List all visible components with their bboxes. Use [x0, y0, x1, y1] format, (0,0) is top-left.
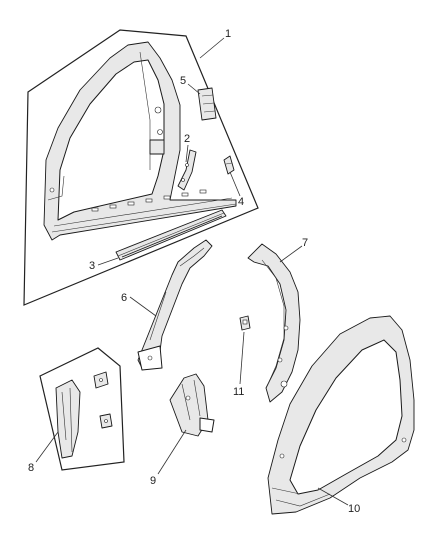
part-5-bracket [197, 87, 217, 121]
lower-left-panel-outline [39, 347, 125, 471]
leader-7 [279, 245, 303, 263]
part-8-pillar-kit [55, 371, 113, 459]
callout-9: 9 [150, 475, 156, 487]
leader-lines [35, 37, 349, 506]
callout-3: 3 [89, 260, 95, 272]
part-11-plate [239, 315, 251, 331]
part-1-body-side-aperture [43, 41, 237, 241]
leader-10 [317, 487, 349, 506]
leader-1 [199, 37, 225, 59]
part-2-bracket [177, 149, 197, 191]
callout-11: 11 [233, 386, 244, 398]
callouts: 1 2 3 4 5 6 7 8 9 10 11 [28, 28, 360, 515]
callout-10: 10 [348, 503, 360, 515]
part-6-pillar-reinforcement [137, 239, 213, 371]
leader-11 [239, 331, 245, 385]
callout-7: 7 [302, 237, 308, 249]
callout-1: 1 [225, 28, 231, 40]
leader-4 [229, 171, 241, 197]
part-3-sill-rail [115, 209, 227, 261]
part-4-clip [223, 155, 235, 175]
callout-2: 2 [184, 133, 190, 145]
upper-panel [23, 29, 259, 306]
callout-4: 4 [238, 196, 244, 208]
leader-6 [129, 296, 157, 317]
part-7-inner-pillar [247, 243, 301, 403]
leader-2 [185, 144, 189, 163]
part-9-lower-bracket [169, 373, 215, 437]
leader-8 [35, 431, 59, 463]
leader-5 [187, 83, 201, 95]
callout-8: 8 [28, 462, 34, 474]
leader-3 [97, 257, 119, 266]
lower-left-panel [39, 347, 125, 471]
leader-9 [157, 429, 187, 475]
part-10-outer-body-side [267, 315, 415, 515]
callout-5: 5 [180, 75, 186, 87]
callout-6: 6 [121, 292, 127, 304]
